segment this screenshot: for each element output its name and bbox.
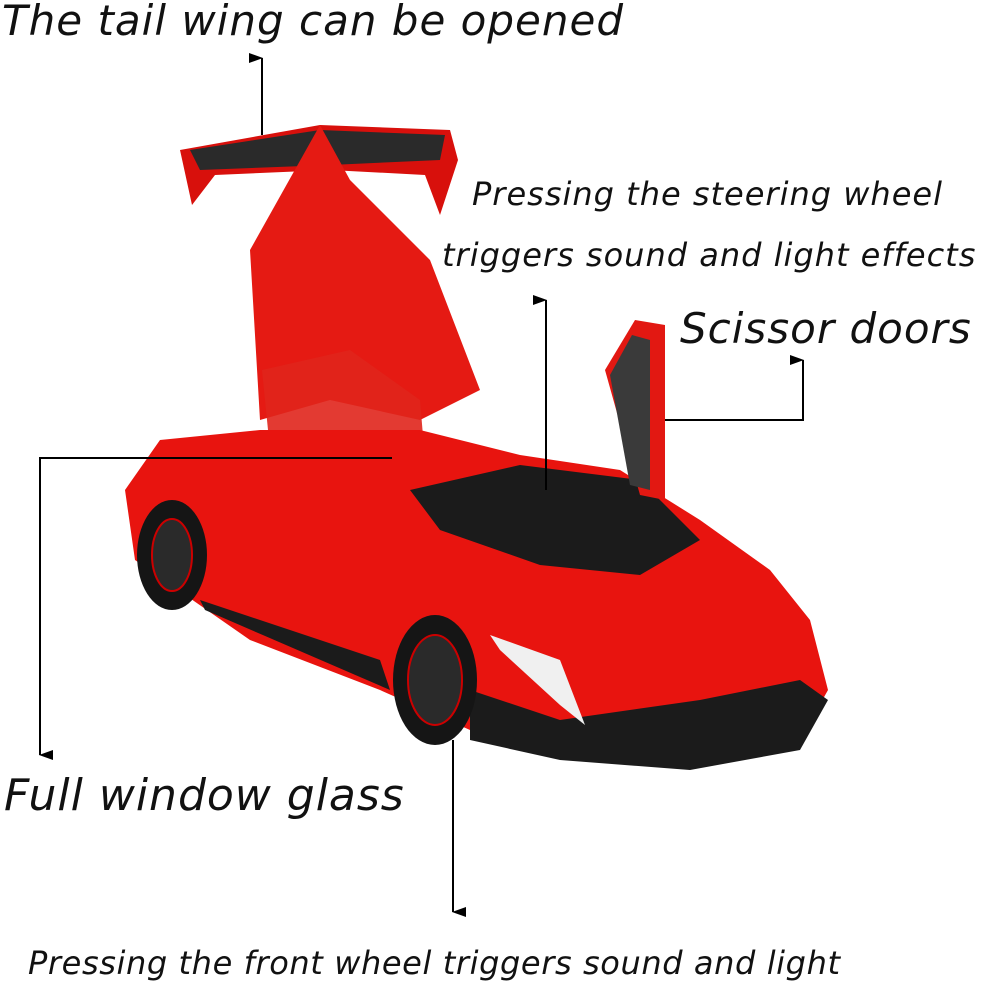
right-door-glass	[610, 335, 650, 490]
tail-wing-label: The tail wing can be opened	[2, 0, 624, 45]
headlight	[490, 635, 585, 725]
left-door-raised	[250, 125, 480, 420]
window-glass-label: Full window glass	[4, 770, 405, 821]
scissor-doors-label: Scissor doors	[680, 304, 972, 353]
front-lower	[470, 680, 828, 770]
steering-label-line1: Pressing the steering wheel	[472, 175, 943, 213]
steering-label-line2: triggers sound and light effects	[442, 236, 977, 274]
window-glass-arrow	[39, 457, 392, 760]
front-wheel-label: Pressing the front wheel triggers sound …	[28, 944, 841, 982]
side-skirt	[200, 600, 390, 690]
scissor-door-arrow	[665, 355, 804, 421]
front-wheel	[393, 615, 477, 745]
windshield	[410, 465, 700, 575]
rear-wheel	[137, 500, 207, 610]
